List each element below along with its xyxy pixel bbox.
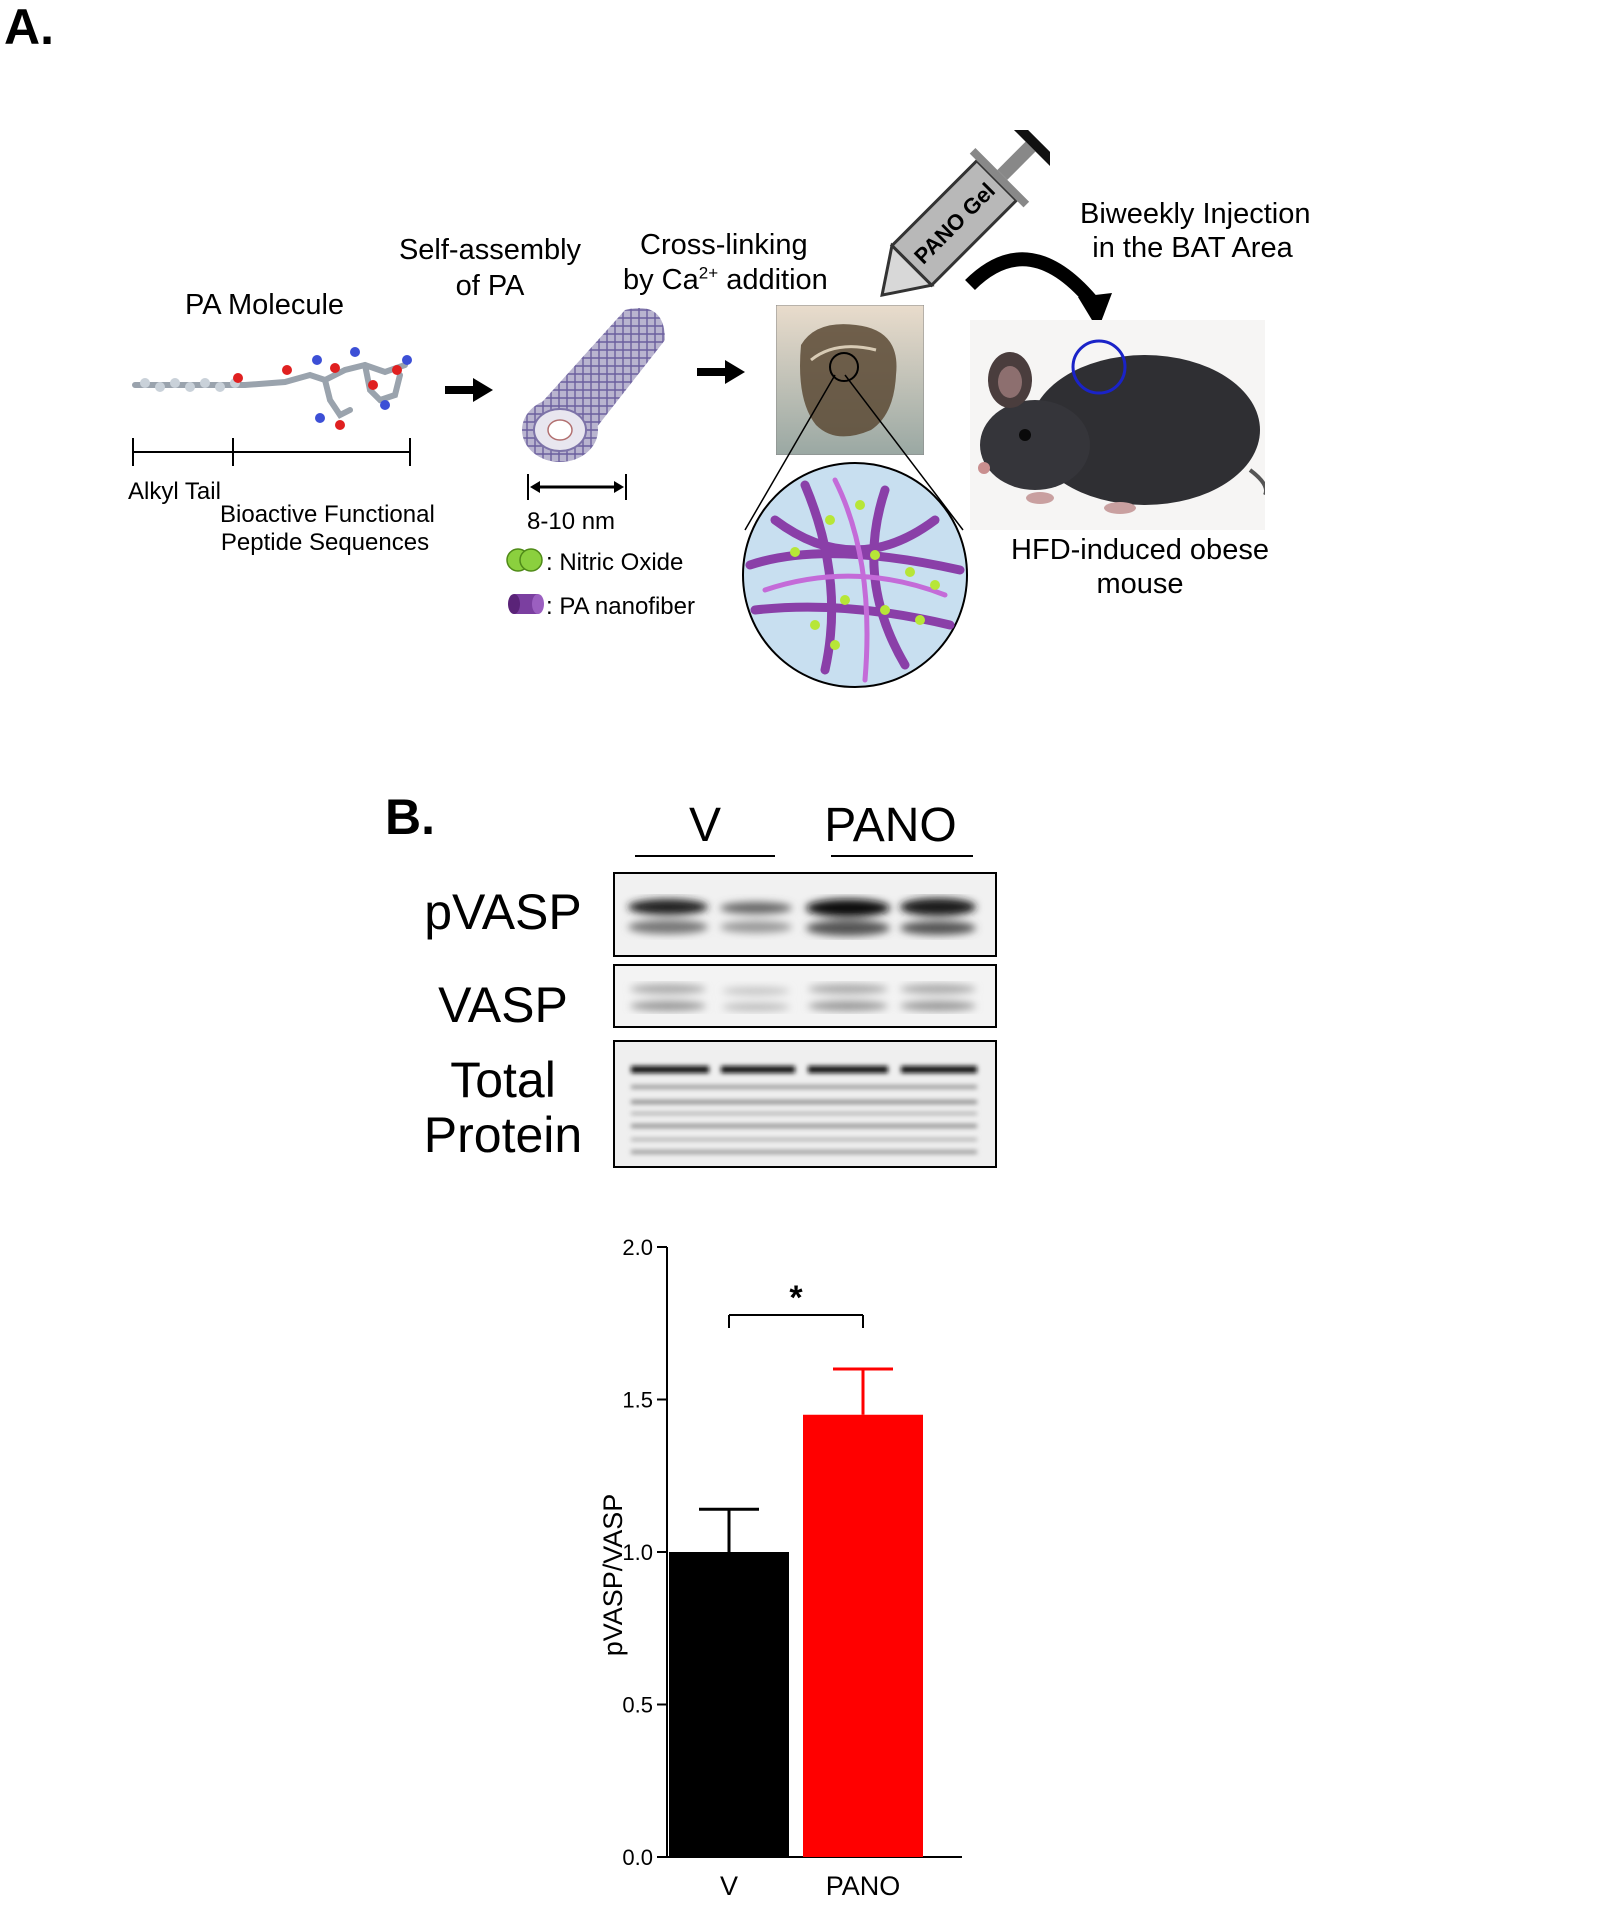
self-assembly-label-1: Self-assembly xyxy=(398,234,582,266)
injection-label-1: Biweekly Injection xyxy=(1080,198,1311,230)
y-axis-label: pVASP/VASP xyxy=(598,1494,628,1657)
process-arrow-1 xyxy=(445,378,493,402)
group-v-label: V xyxy=(688,799,721,852)
y-tick-label: 2.0 xyxy=(622,1235,653,1260)
nanofiber-illustration xyxy=(522,308,665,462)
cross-linking-label-1: Cross-linking xyxy=(640,229,808,261)
row-label-pvasp: pVASP xyxy=(424,884,582,940)
y-tick-label: 0.5 xyxy=(622,1693,653,1718)
bar-v xyxy=(669,1552,789,1857)
nanofiber-icon xyxy=(508,594,544,614)
process-arrow-2 xyxy=(697,360,745,384)
pano-gel-syringe: PANO Gel xyxy=(880,130,1050,298)
y-tick-label: 0.0 xyxy=(622,1845,653,1870)
pvasp-blot xyxy=(613,872,997,957)
diameter-bar xyxy=(527,474,627,500)
group-pano-underline xyxy=(831,855,973,857)
legend-pa-nanofiber: : PA nanofiber xyxy=(546,593,695,620)
y-tick-label: 1.0 xyxy=(622,1540,653,1565)
nitric-oxide-icon xyxy=(506,548,543,572)
row-label-total-2: Protein xyxy=(423,1107,583,1163)
alkyl-tail-label: Alkyl Tail xyxy=(128,478,221,505)
bioactive-label-2: Peptide Sequences xyxy=(220,529,430,556)
nanofiber-network-zoom xyxy=(742,462,968,688)
chart-bars: V PANO xyxy=(669,1367,923,1901)
diameter-label: 8-10 nm xyxy=(527,508,616,535)
mouse-photo xyxy=(970,320,1265,530)
cross-linking-suffix: addition xyxy=(718,264,828,296)
injection-label-2: in the BAT Area xyxy=(1092,232,1293,264)
chart-ticks: 0.0 0.5 1.0 1.5 2.0 xyxy=(622,1235,667,1870)
group-v-underline xyxy=(635,855,775,857)
curved-arrow xyxy=(965,252,1112,330)
zoom-connector xyxy=(744,374,964,531)
row-label-vasp: VASP xyxy=(438,977,568,1033)
x-tick-label: PANO xyxy=(826,1871,901,1901)
panel-b-letter: B. xyxy=(385,789,435,845)
vasp-blot xyxy=(613,964,997,1028)
mouse-label-1: HFD-induced obese xyxy=(1011,534,1269,566)
x-tick-label: V xyxy=(720,1871,738,1901)
y-tick-label: 1.5 xyxy=(622,1388,653,1413)
pa-molecule-label: PA Molecule xyxy=(185,289,345,321)
pa-molecule-illustration xyxy=(132,347,412,430)
bar-pano xyxy=(803,1414,923,1857)
total-protein-blot xyxy=(613,1040,997,1168)
row-label-total-1: Total xyxy=(450,1052,556,1108)
panel-a-letter: A. xyxy=(4,0,54,55)
cross-linking-superscript: 2+ xyxy=(698,263,719,283)
cross-linking-prefix: by Ca xyxy=(623,264,699,296)
self-assembly-label-2: of PA xyxy=(455,270,525,302)
significance-bracket: * xyxy=(728,1279,864,1328)
pvasp-ratio-chart: pVASP/VASP 0.0 0.5 1.0 1.5 2.0 V PANO * xyxy=(598,1235,962,1901)
mouse-label-2: mouse xyxy=(1096,568,1184,600)
group-pano-label: PANO xyxy=(824,799,957,852)
cross-linking-label-2: by Ca2+ addition xyxy=(623,262,828,298)
legend-nitric-oxide: : Nitric Oxide xyxy=(546,549,684,576)
significance-star: * xyxy=(789,1279,803,1317)
bioactive-label-1: Bioactive Functional xyxy=(220,501,435,528)
molecule-scale-bar xyxy=(132,438,411,466)
gel-photo xyxy=(776,305,924,455)
